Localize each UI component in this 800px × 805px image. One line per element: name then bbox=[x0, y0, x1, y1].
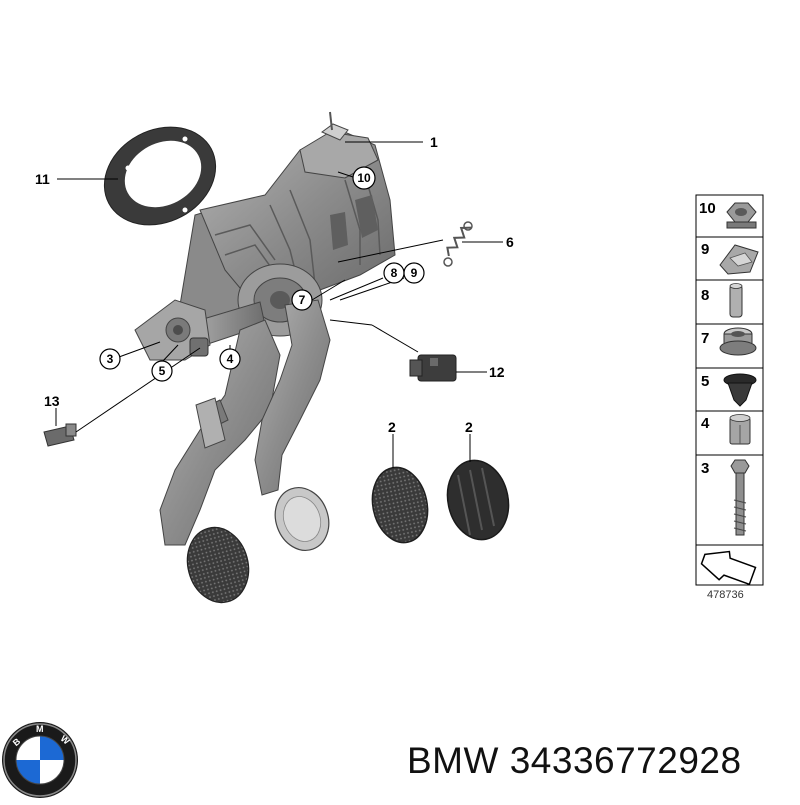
circled-callout-3: 3 bbox=[99, 348, 121, 370]
callout-11: 11 bbox=[35, 171, 50, 187]
callout-3: 3 bbox=[107, 352, 114, 366]
part-caption: BMW 34336772928 bbox=[407, 740, 792, 790]
callout-6: 6 bbox=[506, 234, 514, 250]
callout-8: 8 bbox=[391, 266, 398, 280]
callout-13: 13 bbox=[44, 393, 60, 409]
callout-12: 12 bbox=[489, 364, 505, 380]
callout-1: 1 bbox=[430, 134, 438, 150]
gasket-ring-part-11 bbox=[103, 126, 217, 226]
legend-item-7: 7 bbox=[701, 330, 709, 347]
callout-9: 9 bbox=[411, 266, 418, 280]
callout-4: 4 bbox=[227, 352, 234, 366]
parts-legend-table: 10 9 8 7 5 bbox=[695, 194, 764, 586]
callout-2-right: 2 bbox=[465, 419, 473, 435]
svg-text:B: B bbox=[11, 736, 23, 748]
brake-pedal-arm bbox=[254, 299, 331, 551]
pedal-box-housing-part-1 bbox=[134, 111, 396, 361]
spring-clip-icon bbox=[719, 244, 759, 275]
pedal-switch-part-12 bbox=[409, 354, 457, 382]
circled-callout-8: 8 bbox=[383, 262, 405, 284]
callout-2-left: 2 bbox=[388, 419, 396, 435]
circled-callout-9: 9 bbox=[403, 262, 425, 284]
push-clip-icon bbox=[723, 373, 757, 407]
hex-nut-icon bbox=[726, 202, 757, 229]
bmw-logo: B M W bbox=[2, 722, 78, 798]
sensor-part-13 bbox=[43, 423, 77, 447]
part-number: 34336772928 bbox=[509, 740, 742, 781]
return-spring-part-6 bbox=[443, 221, 473, 267]
sleeve-icon bbox=[729, 414, 751, 445]
legend-item-8: 8 bbox=[701, 287, 709, 304]
right-angle-arrow-icon bbox=[700, 550, 757, 586]
circled-callout-10: 10 bbox=[352, 166, 376, 190]
brand-name: BMW bbox=[407, 740, 499, 781]
legend-item-4: 4 bbox=[701, 415, 710, 432]
circled-callout-4: 4 bbox=[219, 348, 241, 370]
callout-5: 5 bbox=[159, 364, 166, 378]
callout-10: 10 bbox=[357, 171, 371, 185]
pedal-pad-part-2-right bbox=[446, 459, 510, 541]
svg-text:M: M bbox=[36, 724, 44, 734]
callout-7: 7 bbox=[299, 293, 306, 307]
legend-item-3: 3 bbox=[701, 460, 709, 477]
pin-icon bbox=[729, 283, 743, 318]
pedal-pad-part-2-left bbox=[371, 466, 429, 544]
legend-item-9: 9 bbox=[701, 241, 709, 258]
clutch-pedal-arm bbox=[159, 319, 281, 604]
legend-item-5: 5 bbox=[701, 373, 709, 390]
leader-lines bbox=[55, 141, 503, 468]
screw-icon bbox=[730, 459, 750, 536]
diagram-number: 478736 bbox=[707, 589, 744, 601]
circled-callout-5: 5 bbox=[151, 360, 173, 382]
bushing-icon bbox=[719, 327, 757, 356]
legend-item-10: 10 bbox=[699, 200, 716, 217]
circled-callout-7: 7 bbox=[291, 289, 313, 311]
